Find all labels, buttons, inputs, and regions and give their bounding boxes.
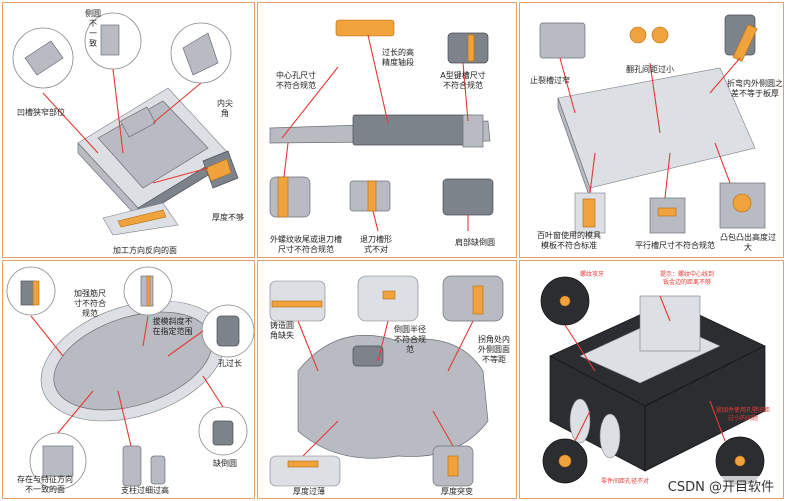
label-long-precision-journal: 过长的高 精度轴段	[382, 48, 414, 67]
label-side-fillet-inconsistent: 侧圆 不 一 致	[85, 9, 101, 48]
panel-chassis-box: 凹槽狭窄部位 侧圆 不 一 致 内尖 角 厚度不够 加工方向反向的面	[2, 2, 255, 258]
casting-figure	[269, 275, 504, 487]
label-part-hole-diameter: 零件间距孔径不对	[600, 478, 649, 485]
label-casting-fillet-missing: 铸造圆 角缺失	[270, 321, 294, 340]
label-thickness-abrupt: 厚度突变	[441, 487, 473, 496]
plastic-housing-figure	[6, 266, 254, 490]
label-center-hole-size: 中心孔尺寸 不符合规范	[276, 71, 316, 90]
label-missing-fillet: 缺倒圆	[213, 459, 237, 468]
label-emboss-height-large: 凸包凸出高度过 大	[720, 233, 776, 252]
label-relief-slot-narrow: 止裂槽过窄	[530, 76, 570, 85]
label-inner-sharp-corner: 内尖 角	[217, 99, 233, 118]
label-hole-too-long: 孔过长	[218, 359, 242, 368]
label-undercut-form-wrong: 退刀槽形 式不对	[360, 235, 392, 254]
label-thickness-too-thin: 厚度过薄	[293, 487, 325, 496]
label-fastener-hole-spacing: 紧固件使用孔壁间距 过小的问题	[715, 407, 770, 422]
label-rib-size: 加强筋尺 寸不符合 规范	[74, 289, 106, 318]
black-chassis-figure	[540, 276, 766, 486]
label-louver-die-standard: 百叶窗使用的模具 模板不符合标准	[537, 231, 601, 250]
label-reversed-machining-face: 加工方向反向的面	[113, 246, 177, 255]
label-corner-wall-unequal: 拐角处内 外侧圆面 不等距	[478, 335, 510, 364]
label-thread-tapping: 螺纹攻牙	[579, 271, 604, 278]
sheet-metal-figure	[539, 14, 766, 234]
label-narrow-groove: 凹槽狭窄部位	[17, 108, 65, 117]
label-thread-undercut-size: 外螺纹收尾或退刀槽 尺寸不符合规范	[270, 235, 342, 254]
label-bend-radius-difference: 折弯内外侧圆之 差不等于板厚	[727, 79, 783, 98]
label-flanged-hole-spacing: 翻孔间距过小	[626, 65, 674, 74]
label-boss-thin-tall: 支柱过细过高	[121, 486, 169, 495]
panel-black-chassis: 螺纹攻牙 提示：螺纹中心线到 钣金边的距离不够 紧固件使用孔壁间距 过小的问题 …	[519, 260, 784, 499]
chassis-box-figure	[12, 12, 239, 236]
panel-sheet-metal: 止裂槽过窄 翻孔间距过小 折弯内外侧圆之 差不等于板厚 百叶窗使用的模具 模板不…	[519, 2, 784, 258]
label-fillet-radius-spec: 倒圆半径 不符合规 范	[394, 325, 426, 354]
label-a-keyway-size: A型键槽尺寸 不符合规范	[440, 71, 486, 90]
label-face-inconsistent-direction: 存在与特征方向 不一致的面	[17, 475, 73, 494]
panel-plastic-housing: 加强筋尺 寸不符合 规范 拔模斜度不 在指定范围 孔过长 存在与特征方向 不一致…	[2, 260, 255, 499]
label-shoulder-missing-fillet: 肩部缺倒圆	[455, 238, 495, 247]
panel-casting: 铸造圆 角缺失 倒圆半径 不符合规 范 拐角处内 外侧圆面 不等距 厚度过薄 厚…	[257, 260, 517, 499]
shaft-figure	[269, 19, 494, 232]
panel-shaft: 过长的高 精度轴段 中心孔尺寸 不符合规范 A型键槽尺寸 不符合规范 外螺纹收尾…	[257, 2, 517, 258]
watermark: CSDN @开目软件	[665, 476, 776, 495]
label-thickness-insufficient: 厚度不够	[212, 213, 244, 222]
label-draft-angle-range: 拔模斜度不 在指定范围	[152, 317, 193, 336]
label-parallel-slot-size: 平行槽尺寸不符合规范	[635, 241, 715, 250]
label-thread-edge-distance: 提示：螺纹中心线到 钣金边的距离不够	[659, 271, 714, 286]
